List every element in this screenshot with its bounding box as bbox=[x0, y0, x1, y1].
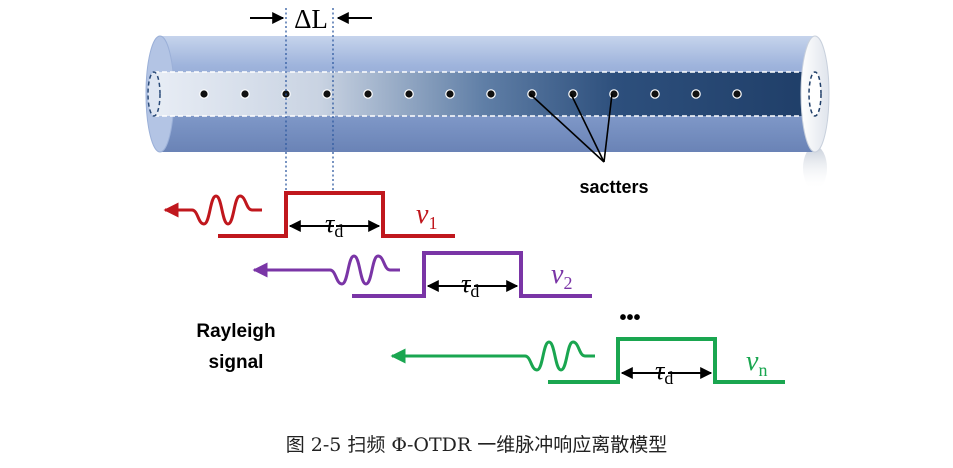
rayleigh-label-line1: Rayleigh bbox=[196, 321, 275, 342]
pulse-n-waveform bbox=[548, 337, 785, 384]
scatter-pointer-lines bbox=[529, 93, 613, 163]
rayleigh-label-line2: signal bbox=[209, 352, 264, 373]
scatter-point bbox=[650, 89, 660, 99]
scatter-point bbox=[322, 89, 332, 99]
scatter-point bbox=[363, 89, 373, 99]
delta-l-label: ΔL bbox=[294, 4, 328, 34]
fiber-reflection bbox=[803, 146, 827, 190]
pulse-1-tau: τd bbox=[325, 209, 343, 241]
delta-l-annotation: ΔL bbox=[250, 4, 372, 192]
pulse-2-waveform bbox=[352, 251, 592, 298]
fiber-core bbox=[154, 72, 816, 116]
pulse-1-backscatter bbox=[163, 194, 262, 226]
scatter-point bbox=[486, 89, 496, 99]
core-right-end bbox=[808, 71, 822, 117]
fiber-cylinder bbox=[145, 35, 830, 190]
pulse-1: τd v1 bbox=[163, 191, 455, 241]
scatter-point bbox=[732, 89, 742, 99]
scatter-point bbox=[404, 89, 414, 99]
pulse-n: τd vn bbox=[390, 337, 785, 388]
scatter-point bbox=[445, 89, 455, 99]
scatters-label: sactters bbox=[579, 177, 648, 197]
pulse-1-label: v1 bbox=[416, 199, 437, 233]
pulse-2-tau: τd bbox=[461, 269, 479, 301]
core-left-end bbox=[147, 71, 161, 117]
pulse-n-label: vn bbox=[746, 346, 767, 380]
scatter-point bbox=[240, 89, 250, 99]
pulse-n-backscatter bbox=[390, 340, 595, 372]
scatter-points bbox=[199, 89, 742, 99]
pulse-n-tau: τd bbox=[655, 356, 673, 388]
figure-caption: 图 2-5 扫频 Φ-OTDR 一维脉冲响应离散模型 bbox=[285, 434, 668, 456]
pulse-2: τd v2 bbox=[252, 251, 592, 301]
pulse-1-waveform bbox=[218, 191, 455, 238]
pulse-ellipsis: ••• bbox=[619, 307, 640, 329]
scatter-point bbox=[199, 89, 209, 99]
scatter-point bbox=[691, 89, 701, 99]
pulse-2-backscatter bbox=[252, 254, 400, 286]
scatter-point bbox=[527, 89, 537, 99]
pulse-2-label: v2 bbox=[551, 259, 572, 293]
